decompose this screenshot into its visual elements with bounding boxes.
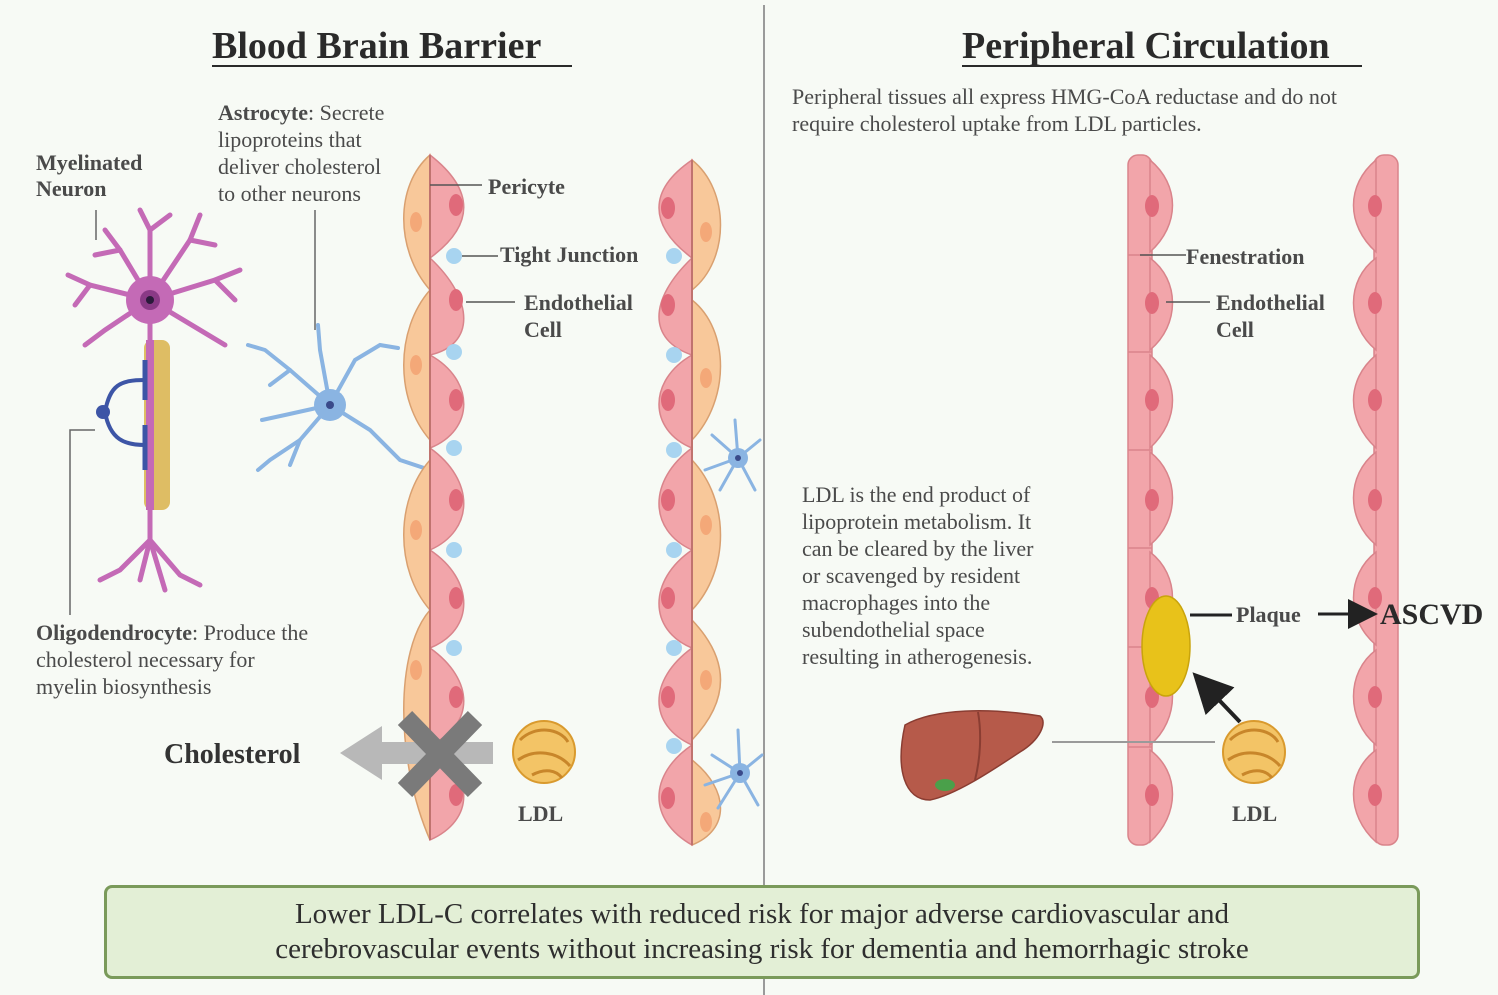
right-intro-line2: require cholesterol uptake from LDL part… [792,111,1202,136]
endothelial-label-left-line1: Endothelial [524,290,633,315]
ldl-particle-icon [513,721,575,783]
neuron-icon [68,210,240,590]
ldl-to-plaque-arrow [1198,678,1240,722]
summary-banner: Lower LDL-C correlates with reduced risk… [104,885,1420,979]
ldl-particle-icon [1223,721,1285,783]
astrocyte-icon [248,325,430,470]
right-panel-title: Peripheral Circulation [962,25,1330,67]
neuron-label-line2: Neuron [36,176,107,201]
ldl-note-line: subendothelial space [802,617,985,642]
cholesterol-label: Cholesterol [164,739,301,770]
ascvd-label: ASCVD [1380,598,1483,631]
bbb-vessel-wall-right [659,160,721,845]
left-panel-title: Blood Brain Barrier [212,25,541,67]
fenestration-label: Fenestration [1186,244,1305,269]
ldl-label-right: LDL [1232,801,1277,826]
ldl-note: LDL is the end product of lipoprotein me… [802,482,1034,669]
plaque-icon [1142,596,1190,696]
neuron-label-line1: Myelinated [36,150,142,175]
ldl-note-line: can be cleared by the liver [802,536,1034,561]
summary-line2: cerebrovascular events without increasin… [275,932,1249,967]
ldl-note-line: macrophages into the [802,590,990,615]
ldl-label-left: LDL [518,801,563,826]
astrocyte-label: Astrocyte: Secrete [218,100,384,125]
astrocyte-small-icon [705,420,762,808]
pericyte-label: Pericyte [488,174,565,199]
astrocyte-desc-line1: : Secrete [308,100,384,125]
plaque-label: Plaque [1236,602,1301,627]
ldl-note-line: lipoprotein metabolism. It [802,509,1031,534]
astrocyte-desc-line4: to other neurons [218,181,361,206]
oligodendrocyte-leader-line [70,430,95,615]
oligodendrocyte-term: Oligodendrocyte [36,620,192,645]
oligodendrocyte-desc-line1: : Produce the [192,620,308,645]
tight-junction-label: Tight Junction [500,242,638,267]
oligodendrocyte-desc-line3: myelin biosynthesis [36,674,211,699]
ldl-note-line: LDL is the end product of [802,482,1031,507]
endothelial-label-left-line2: Cell [524,317,562,342]
endothelial-label-right-line2: Cell [1216,317,1254,342]
summary-line1: Lower LDL-C correlates with reduced risk… [295,897,1229,932]
oligodendrocyte-icon [96,360,145,470]
peripheral-vessel-wall-right [1354,155,1399,845]
ldl-note-line: resulting in atherogenesis. [802,644,1032,669]
astrocyte-term: Astrocyte [218,100,308,125]
oligodendrocyte-label: Oligodendrocyte: Produce the [36,620,308,645]
right-intro-line1: Peripheral tissues all express HMG-CoA r… [792,84,1337,109]
liver-icon [901,711,1043,800]
astrocyte-desc-line3: deliver cholesterol [218,154,381,179]
astrocyte-desc-line2: lipoproteins that [218,127,362,152]
ldl-note-line: or scavenged by resident [802,563,1020,588]
oligodendrocyte-desc-line2: cholesterol necessary for [36,647,255,672]
endothelial-label-right-line1: Endothelial [1216,290,1325,315]
